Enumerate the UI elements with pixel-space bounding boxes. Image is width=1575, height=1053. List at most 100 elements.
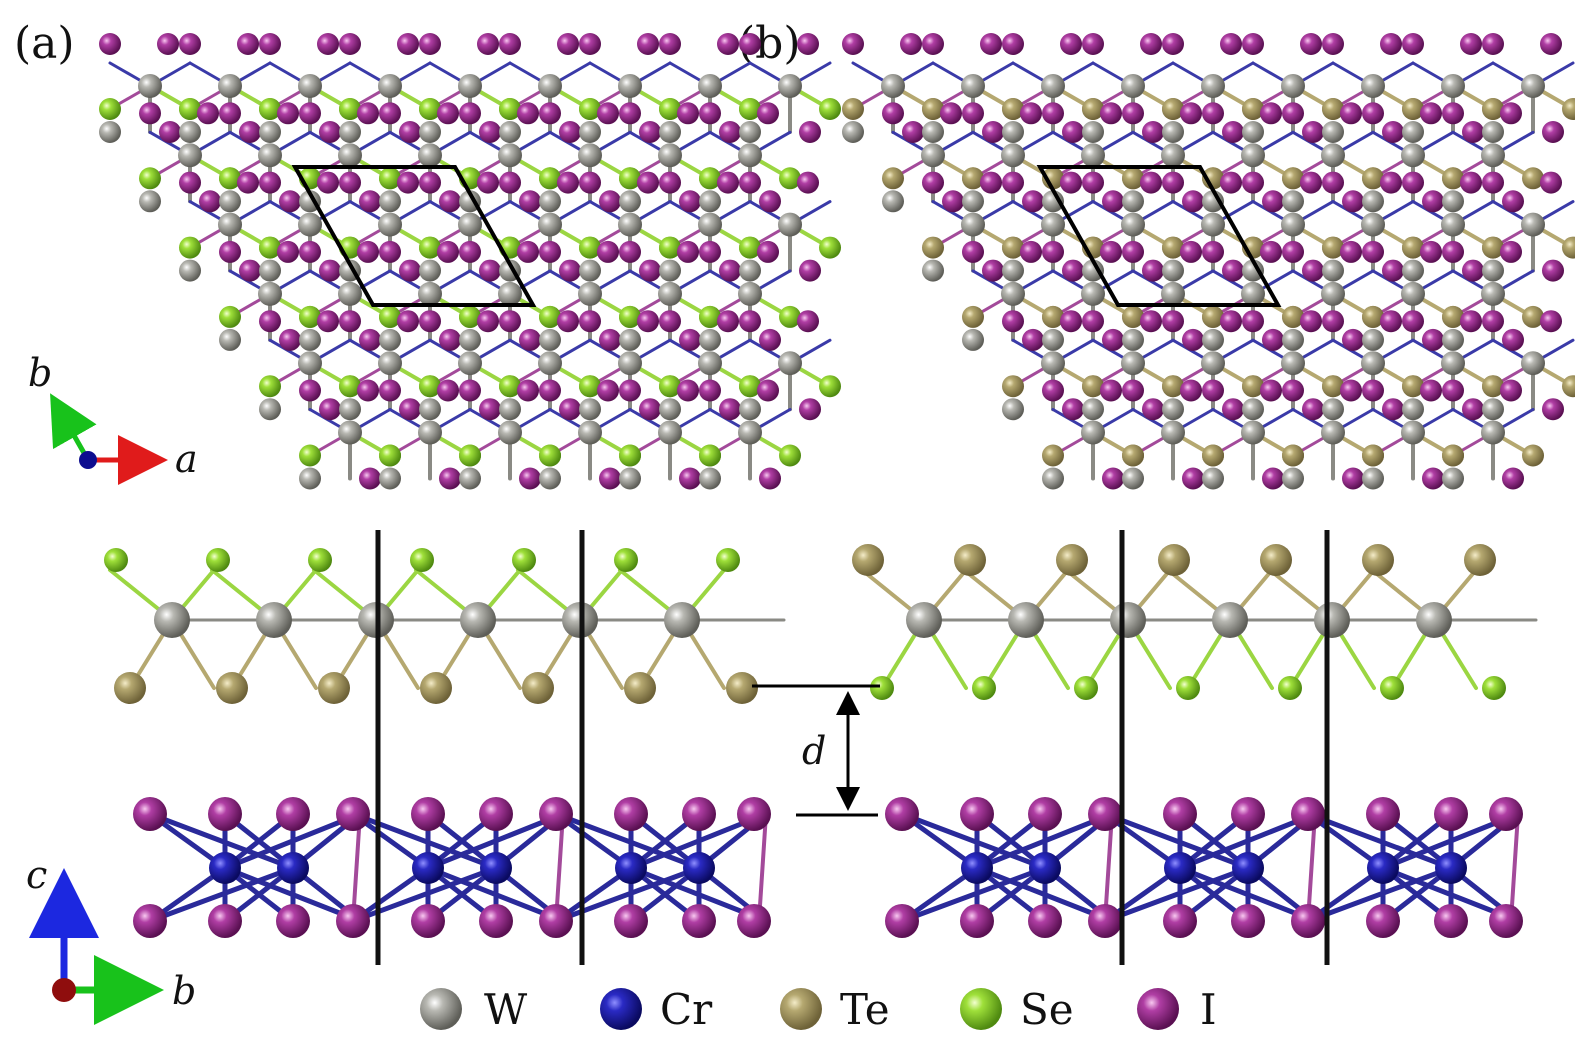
iodine-atom <box>682 904 716 938</box>
tungsten-atom <box>1402 398 1424 421</box>
tungsten-atom <box>1041 351 1065 376</box>
tellurium-atom <box>1522 167 1544 190</box>
tungsten-atom <box>538 74 562 98</box>
tungsten-atom <box>1402 259 1424 282</box>
iodine-atom <box>277 240 299 263</box>
tungsten-atom <box>1441 212 1465 237</box>
tellurium-atom <box>1562 236 1575 259</box>
selenium-atom <box>579 236 601 259</box>
iodine-atom <box>757 240 779 263</box>
iodine-atom <box>559 259 581 282</box>
iodine-atom <box>1342 467 1364 490</box>
iodine-atom <box>1140 310 1162 333</box>
iodine-atom <box>1002 33 1024 55</box>
selenium-atom <box>99 98 121 120</box>
iodine-atom <box>639 259 661 282</box>
iodine-atom <box>1482 33 1504 55</box>
chromium-atom <box>1164 852 1196 884</box>
iodine-atom <box>1420 102 1442 125</box>
chromium-atom <box>961 852 993 884</box>
iodine-atom <box>439 467 461 490</box>
tellurium-atom <box>1158 544 1190 576</box>
iodine-atom <box>900 33 922 55</box>
selenium-atom <box>419 236 441 259</box>
tungsten-atom <box>1242 259 1264 282</box>
tungsten-atom <box>619 467 641 490</box>
iodine-atom <box>1180 102 1202 125</box>
iodine-atom <box>317 33 339 55</box>
iodine-atom <box>1102 190 1124 213</box>
tellurium-atom <box>1042 444 1064 467</box>
iodine-atom <box>1382 398 1404 421</box>
iodine-atom <box>599 467 621 490</box>
tungsten-atom <box>1122 190 1144 213</box>
tungsten-atom <box>1281 74 1305 98</box>
iodine-atom <box>179 33 201 55</box>
tungsten-atom <box>458 212 482 237</box>
tellurium-atom <box>1162 375 1184 398</box>
iodine-atom <box>259 33 281 55</box>
tungsten-atom <box>378 351 402 376</box>
selenium-atom <box>379 167 401 190</box>
tungsten-atom <box>922 259 944 282</box>
iodine-atom <box>1366 797 1400 831</box>
tellurium-atom <box>114 672 146 704</box>
iodine-atom <box>437 102 459 125</box>
iodine-atom <box>1062 398 1084 421</box>
tellurium-atom <box>1282 444 1304 467</box>
iodine-atom <box>1202 379 1224 402</box>
iodine-atom <box>579 171 601 194</box>
axis-label-a: a <box>175 437 198 481</box>
iodine-atom <box>197 102 219 125</box>
tellurium-atom <box>1082 375 1104 398</box>
iodine-atom <box>1502 467 1524 490</box>
iodine-atom <box>277 102 299 125</box>
selenium-atom <box>870 676 894 700</box>
tungsten-atom <box>962 328 984 351</box>
iodine-atom <box>739 310 761 333</box>
tungsten-atom <box>258 281 282 306</box>
iodine-atom <box>419 33 441 55</box>
iodine-atom <box>1460 171 1482 194</box>
tungsten-atom <box>259 121 281 143</box>
iodine-atom <box>962 102 984 125</box>
iodine-atom <box>519 328 541 351</box>
iodine-atom <box>1100 240 1122 263</box>
selenium-atom <box>779 305 801 328</box>
tungsten-atom <box>259 259 281 282</box>
tungsten-atom <box>1162 259 1184 282</box>
tellurium-atom <box>1464 544 1496 576</box>
iodine-atom <box>1542 259 1564 282</box>
iodine-atom <box>336 904 370 938</box>
iodine-atom <box>1460 33 1482 55</box>
tungsten-atom <box>459 467 481 490</box>
tellurium-atom <box>726 672 758 704</box>
iodine-atom <box>1434 797 1468 831</box>
chromium-atom <box>480 852 512 884</box>
iodine-atom <box>797 171 819 194</box>
tungsten-atom <box>1002 398 1024 421</box>
iodine-atom <box>139 102 161 125</box>
iodine-atom <box>159 121 181 143</box>
tungsten-atom <box>1441 351 1465 376</box>
tungsten-atom <box>579 259 601 282</box>
iodine-atom <box>1420 379 1442 402</box>
bond <box>1103 812 1114 923</box>
tellurium-atom <box>1562 375 1575 398</box>
tungsten-atom <box>418 143 442 168</box>
iodine-atom <box>980 33 1002 55</box>
iodine-atom <box>399 259 421 282</box>
iodine-atom <box>1220 171 1242 194</box>
iodine-atom <box>960 904 994 938</box>
interlayer-distance-marker: d <box>752 684 880 817</box>
tungsten-atom <box>458 74 482 98</box>
tungsten-atom <box>219 328 241 351</box>
tungsten-atom <box>778 212 802 237</box>
iodine-atom <box>757 102 779 125</box>
selenium-atom <box>539 444 561 467</box>
iodine-atom <box>1242 33 1264 55</box>
tungsten-atom <box>1081 281 1105 306</box>
selenium-atom <box>619 444 641 467</box>
distance-label: d <box>802 729 826 773</box>
iodine-atom <box>411 797 445 831</box>
